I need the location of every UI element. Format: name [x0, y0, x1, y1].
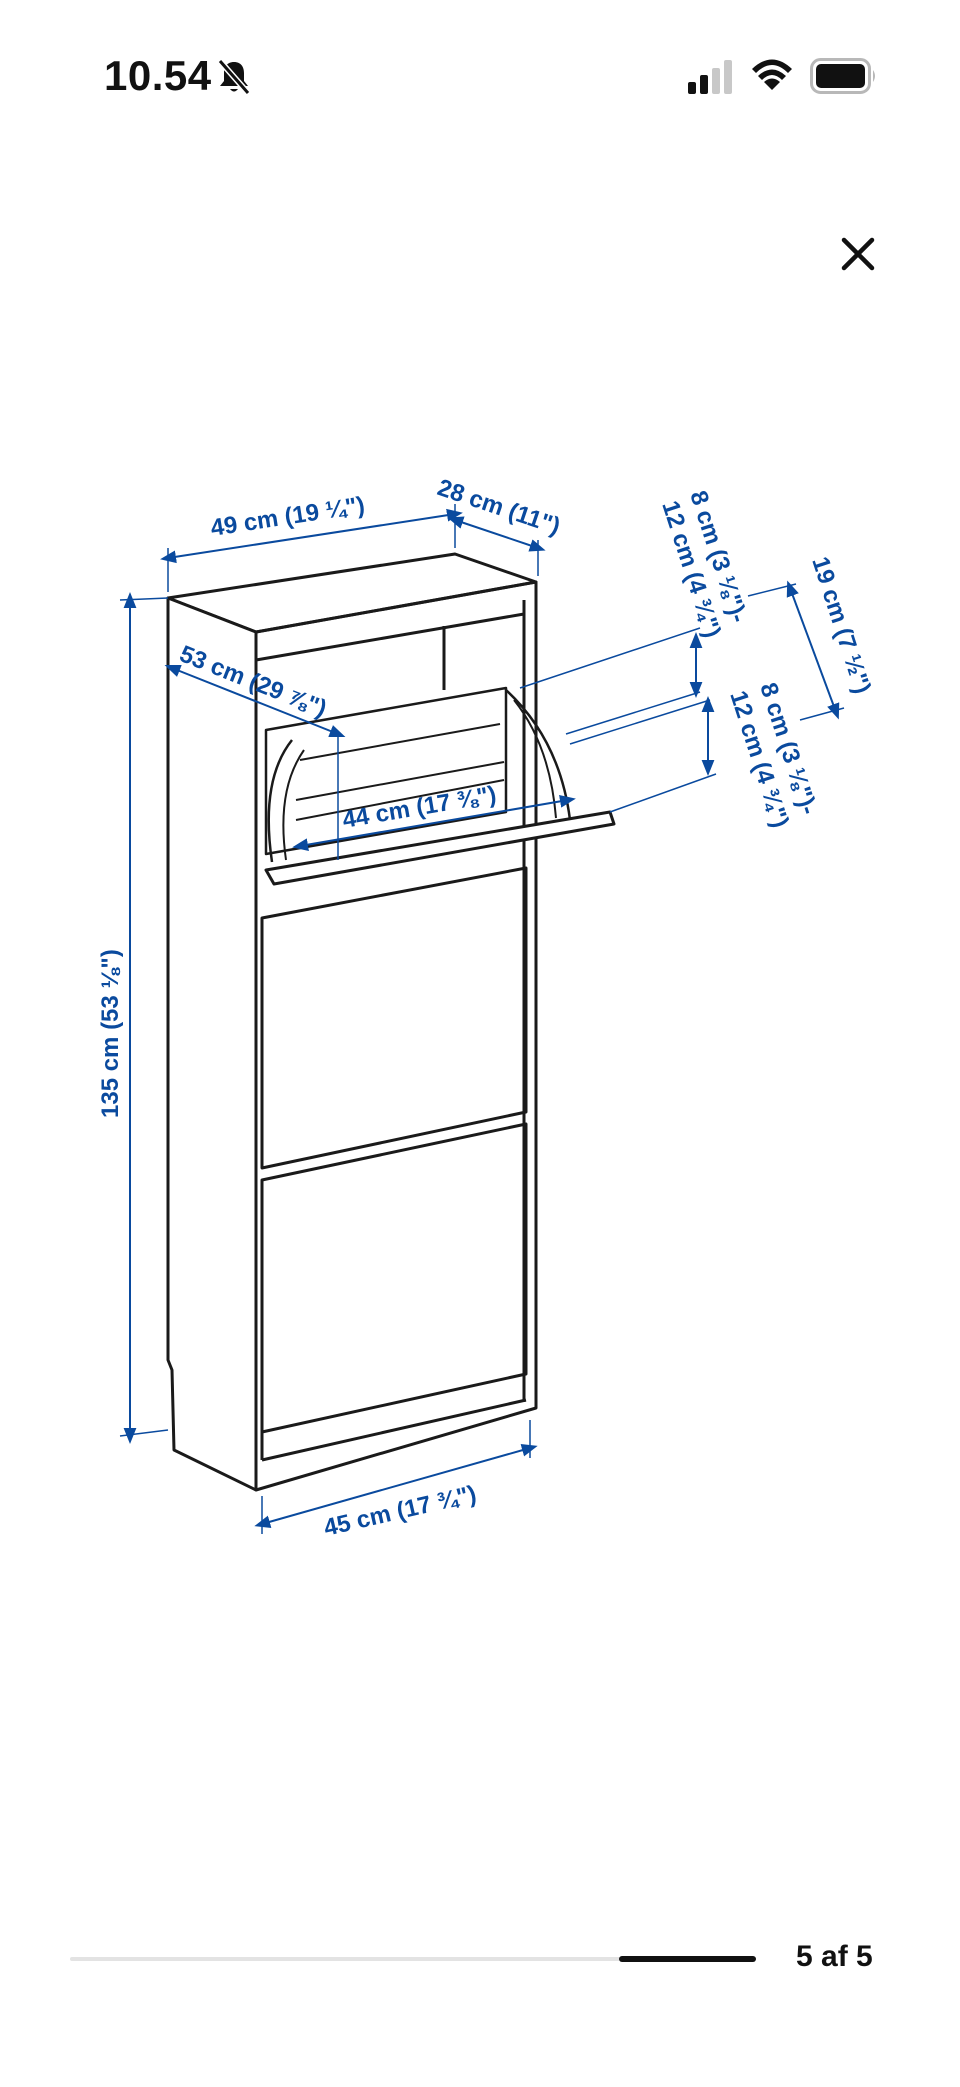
dimension-lines	[119, 504, 845, 1534]
dim-depth-top: 28 cm (11")	[434, 474, 563, 540]
status-bar: 10.54	[0, 0, 960, 150]
close-button[interactable]	[830, 226, 886, 282]
bell-slash-icon	[217, 59, 251, 95]
cellular-signal-icon	[688, 60, 732, 94]
dim-base-width: 45 cm (17 ¾")	[321, 1481, 479, 1542]
close-icon	[841, 237, 875, 271]
pager-thumb[interactable]	[618, 1956, 756, 1962]
dim-door-depth: 19 cm (7 ½")	[806, 554, 876, 698]
cabinet-outline	[166, 552, 616, 1492]
dim-width-top: 49 cm (19 ¼")	[209, 492, 367, 542]
status-time: 10.54	[104, 52, 212, 99]
dim-height-total: 135 cm (53 ⅛")	[97, 949, 124, 1118]
battery-icon	[810, 58, 875, 94]
pager-track[interactable]	[70, 1957, 756, 1961]
wifi-icon	[752, 59, 792, 90]
pager-label: 5 af 5	[796, 1940, 873, 1973]
image-pager: 5 af 5	[0, 1930, 960, 1990]
product-dimension-drawing: 49 cm (19 ¼") 28 cm (11") 135 cm (53 ⅛")…	[97, 474, 876, 1542]
